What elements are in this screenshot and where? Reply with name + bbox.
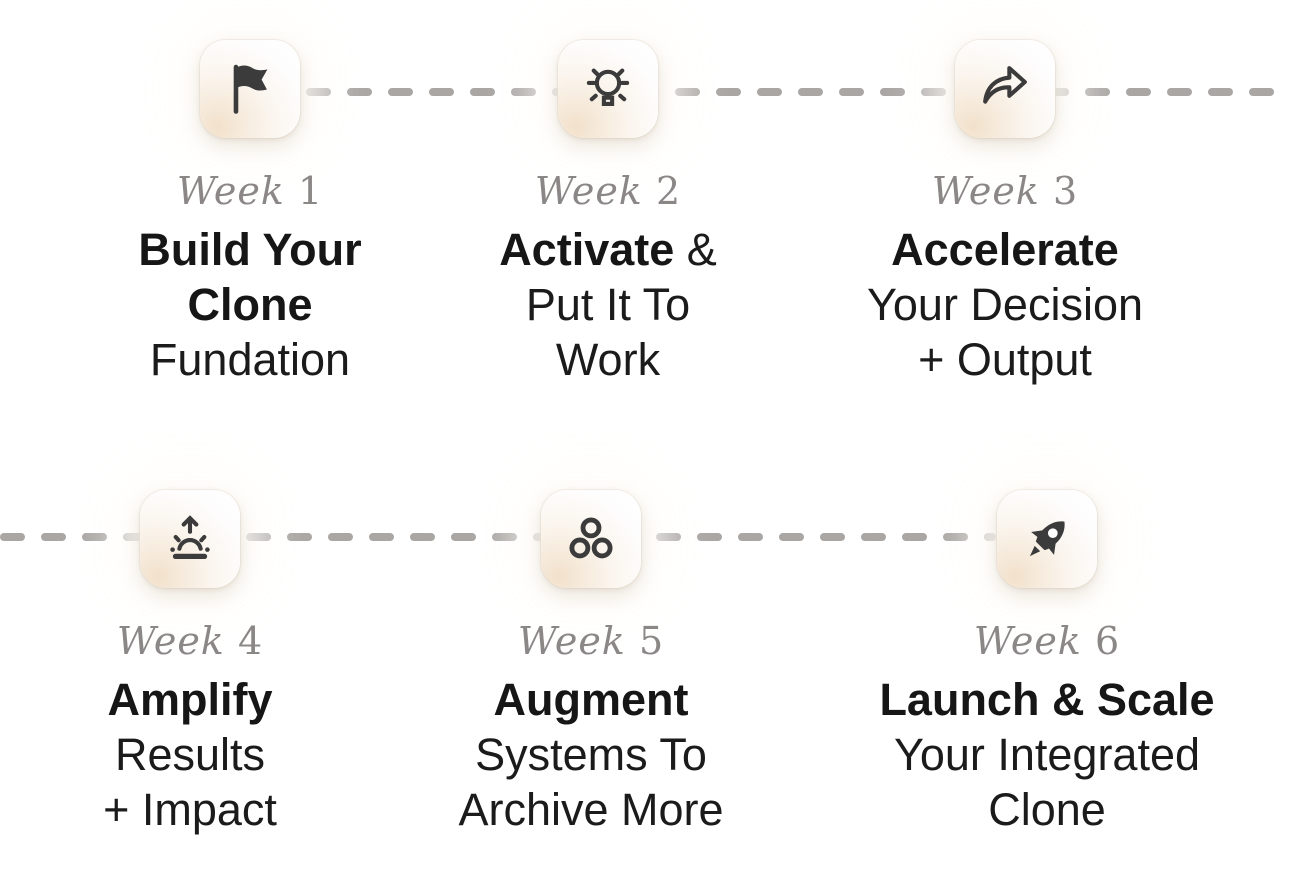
step-4-card	[140, 490, 240, 588]
headline-line: Systems To	[475, 729, 707, 780]
week-number: 1	[297, 169, 324, 213]
headline-line: Clone	[187, 279, 313, 330]
headline-line: Clone	[988, 784, 1106, 835]
step-week-4: Week 4 Amplify Results + Impact	[0, 490, 410, 837]
timeline-dashed-line-top	[306, 88, 1293, 96]
week-number: 6	[1094, 619, 1121, 663]
flag-icon	[233, 64, 268, 114]
headline-line: Build Your	[138, 224, 362, 275]
week-label: Week 4	[117, 618, 263, 664]
headline-line: Archive More	[458, 784, 724, 835]
step-week-3: Week 3 Accelerate Your Decision + Output	[785, 40, 1225, 387]
headline-line: Accelerate	[891, 224, 1119, 275]
week-word: Week	[517, 619, 626, 663]
headline-line: Launch & Scale	[879, 674, 1215, 725]
week-number: 4	[237, 619, 264, 663]
step-week-6: Week 6 Launch & Scale Your Integrated Cl…	[827, 490, 1267, 837]
step-3-card	[955, 40, 1055, 138]
week-label: Week 2	[535, 168, 681, 214]
headline-line: Fundation	[149, 334, 351, 385]
step-4-headline: Amplify Results + Impact	[103, 672, 277, 837]
week-label: Week 3	[932, 168, 1078, 214]
step-1-headline: Build Your Clone Fundation	[138, 222, 361, 387]
week-word: Week	[176, 169, 285, 213]
headline-line: + Impact	[103, 784, 277, 835]
week-label: Week 5	[518, 618, 664, 664]
week-word: Week	[931, 169, 1040, 213]
headline-line: Augment	[493, 674, 689, 725]
headline-line: Your Decision	[867, 279, 1143, 330]
step-6-headline: Launch & Scale Your Integrated Clone	[879, 672, 1214, 837]
lightbulb-icon	[586, 68, 630, 107]
week-word: Week	[534, 169, 643, 213]
step-week-2: Week 2 Activate & Put It To Work	[388, 40, 828, 387]
share-arrow-icon	[983, 66, 1027, 104]
step-week-1: Week 1 Build Your Clone Fundation	[30, 40, 470, 387]
headline-line: Put It To	[525, 279, 691, 330]
week-number: 3	[1052, 169, 1079, 213]
headline-line: Amplify	[107, 674, 273, 725]
step-6-card	[997, 490, 1097, 588]
three-circles-icon	[569, 517, 613, 559]
rocket-icon	[1029, 521, 1065, 557]
step-2-card	[558, 40, 658, 138]
step-3-headline: Accelerate Your Decision + Output	[867, 222, 1143, 387]
week-number: 2	[655, 169, 682, 213]
step-5-card	[541, 490, 641, 588]
headline-line: Your Integrated	[893, 729, 1201, 780]
week-label: Week 6	[974, 618, 1120, 664]
step-5-headline: Augment Systems To Archive More	[458, 672, 723, 837]
headline-line: Results	[114, 729, 266, 780]
headline-line: Activate &	[499, 224, 717, 275]
headline-line: Work	[555, 334, 661, 385]
week-word: Week	[116, 619, 225, 663]
step-2-headline: Activate & Put It To Work	[499, 222, 717, 387]
week-label: Week 1	[177, 168, 323, 214]
step-1-card	[200, 40, 300, 138]
week-number: 5	[638, 619, 665, 663]
headline-line: + Output	[918, 334, 1092, 385]
step-week-5: Week 5 Augment Systems To Archive More	[371, 490, 811, 837]
sunrise-arrow-icon	[170, 515, 210, 560]
week-word: Week	[973, 619, 1082, 663]
